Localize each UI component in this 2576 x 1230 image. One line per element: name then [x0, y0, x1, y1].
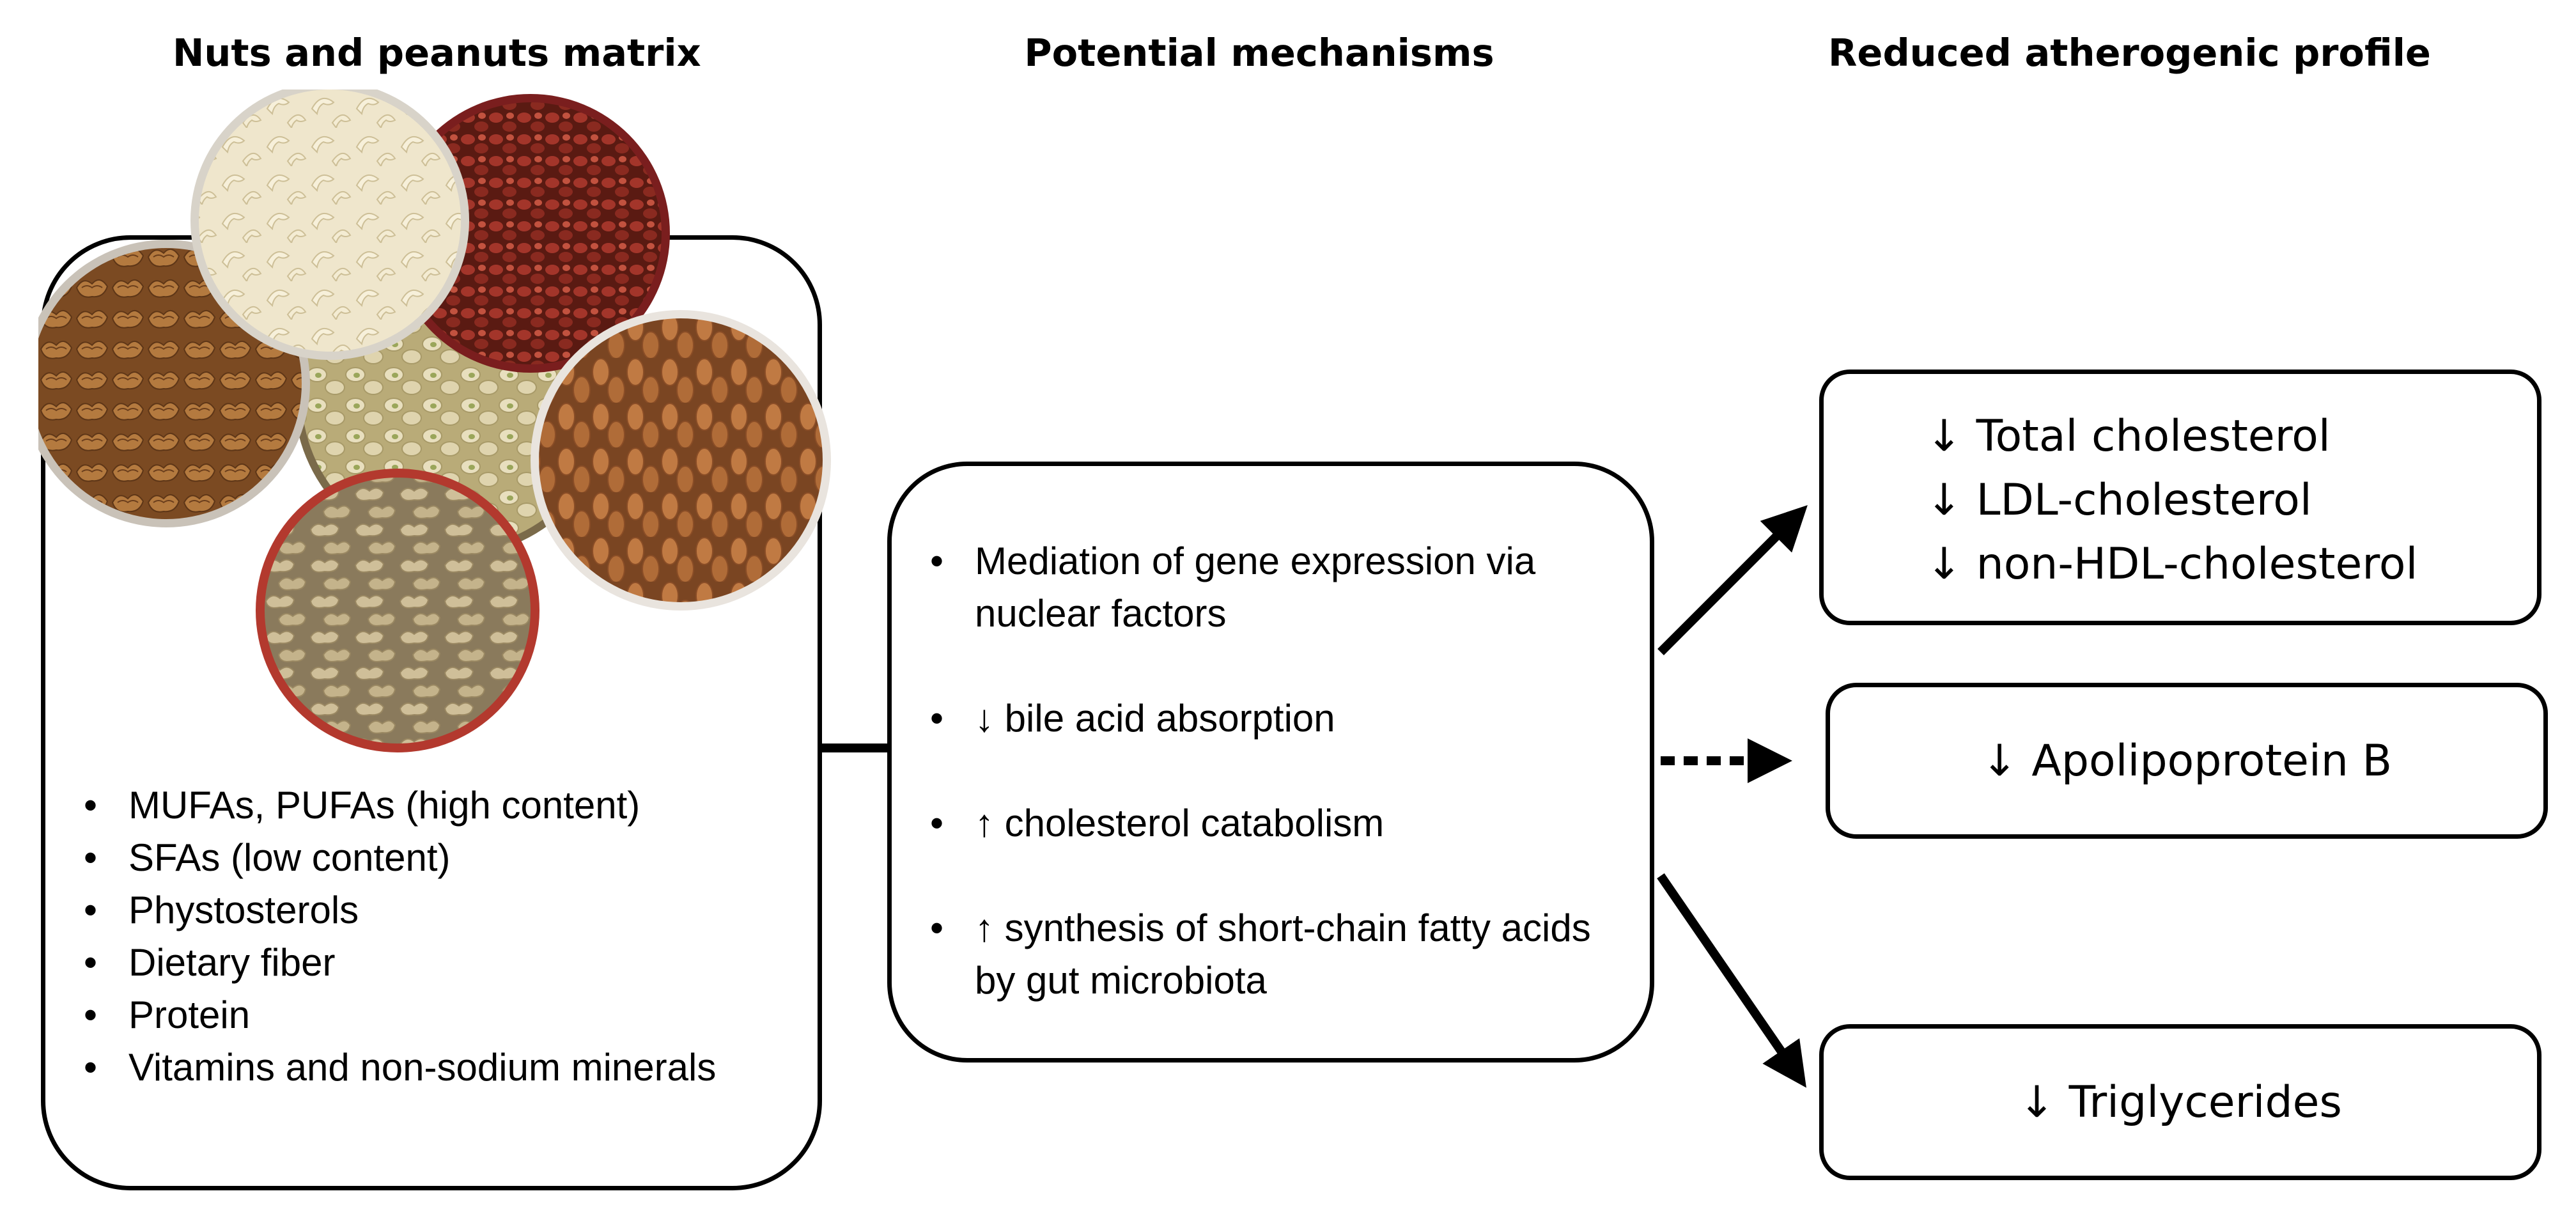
- heading-potential-mechanisms: Potential mechanisms: [1024, 31, 1494, 75]
- mechanism-item: •↑ synthesis of short-chain fatty acids …: [915, 902, 1624, 1007]
- matrix-components-list: •MUFAs, PUFAs (high content) •SFAs (low …: [68, 779, 716, 1094]
- matrix-item: •Phystosterols: [68, 884, 716, 937]
- matrix-item: •SFAs (low content): [68, 832, 716, 884]
- bullet-glyph: •: [84, 1046, 98, 1089]
- matrix-item: •Protein: [68, 989, 716, 1041]
- outcome-ldl-cholesterol: ↓ LDL-cholesterol: [1926, 475, 2312, 525]
- bullet-glyph: •: [84, 941, 98, 984]
- triglycerides-box: ↓ Triglycerides: [1819, 1024, 2541, 1180]
- bullet-glyph: •: [84, 784, 98, 827]
- mechanisms-box: •Mediation of gene expression via nuclea…: [887, 462, 1654, 1063]
- matrix-item: •Vitamins and non-sodium minerals: [68, 1041, 716, 1094]
- matrix-item: •MUFAs, PUFAs (high content): [68, 779, 716, 832]
- bullet-glyph: •: [84, 836, 98, 879]
- heading-nuts-matrix: Nuts and peanuts matrix: [173, 31, 701, 75]
- outcome-apolipoprotein-b: ↓ Apolipoprotein B: [1981, 735, 2393, 786]
- bullet-glyph: •: [930, 697, 944, 740]
- arrow-to-lipids: [1657, 505, 1808, 655]
- bullet-glyph: •: [930, 802, 944, 845]
- mechanisms-list: •Mediation of gene expression via nuclea…: [915, 535, 1624, 1007]
- outcome-total-cholesterol: ↓ Total cholesterol: [1926, 411, 2331, 462]
- nuts-assortment-photo: [38, 90, 831, 752]
- arrow-to-triglycerides: [1657, 873, 1806, 1088]
- mechanism-item: •↑ cholesterol catabolism: [915, 797, 1624, 850]
- outcome-triglycerides: ↓ Triglycerides: [2019, 1077, 2342, 1128]
- cholesterol-outcomes-list: ↓ Total cholesterol ↓ LDL-cholesterol ↓ …: [1926, 405, 2417, 596]
- matrix-item: •Dietary fiber: [68, 937, 716, 989]
- bullet-glyph: •: [930, 907, 944, 949]
- mechanism-item: •Mediation of gene expression via nuclea…: [915, 535, 1624, 640]
- heading-reduced-atherogenic-profile: Reduced atherogenic profile: [1828, 31, 2431, 75]
- bullet-glyph: •: [84, 889, 98, 931]
- mechanism-item: •↓ bile acid absorption: [915, 692, 1624, 745]
- outcome-non-hdl-cholesterol: ↓ non-HDL-cholesterol: [1926, 539, 2418, 589]
- bullet-glyph: •: [84, 993, 98, 1036]
- cholesterol-outcomes-box: ↓ Total cholesterol ↓ LDL-cholesterol ↓ …: [1819, 370, 2541, 625]
- apolipoprotein-b-box: ↓ Apolipoprotein B: [1826, 683, 2548, 839]
- bullet-glyph: •: [930, 540, 944, 582]
